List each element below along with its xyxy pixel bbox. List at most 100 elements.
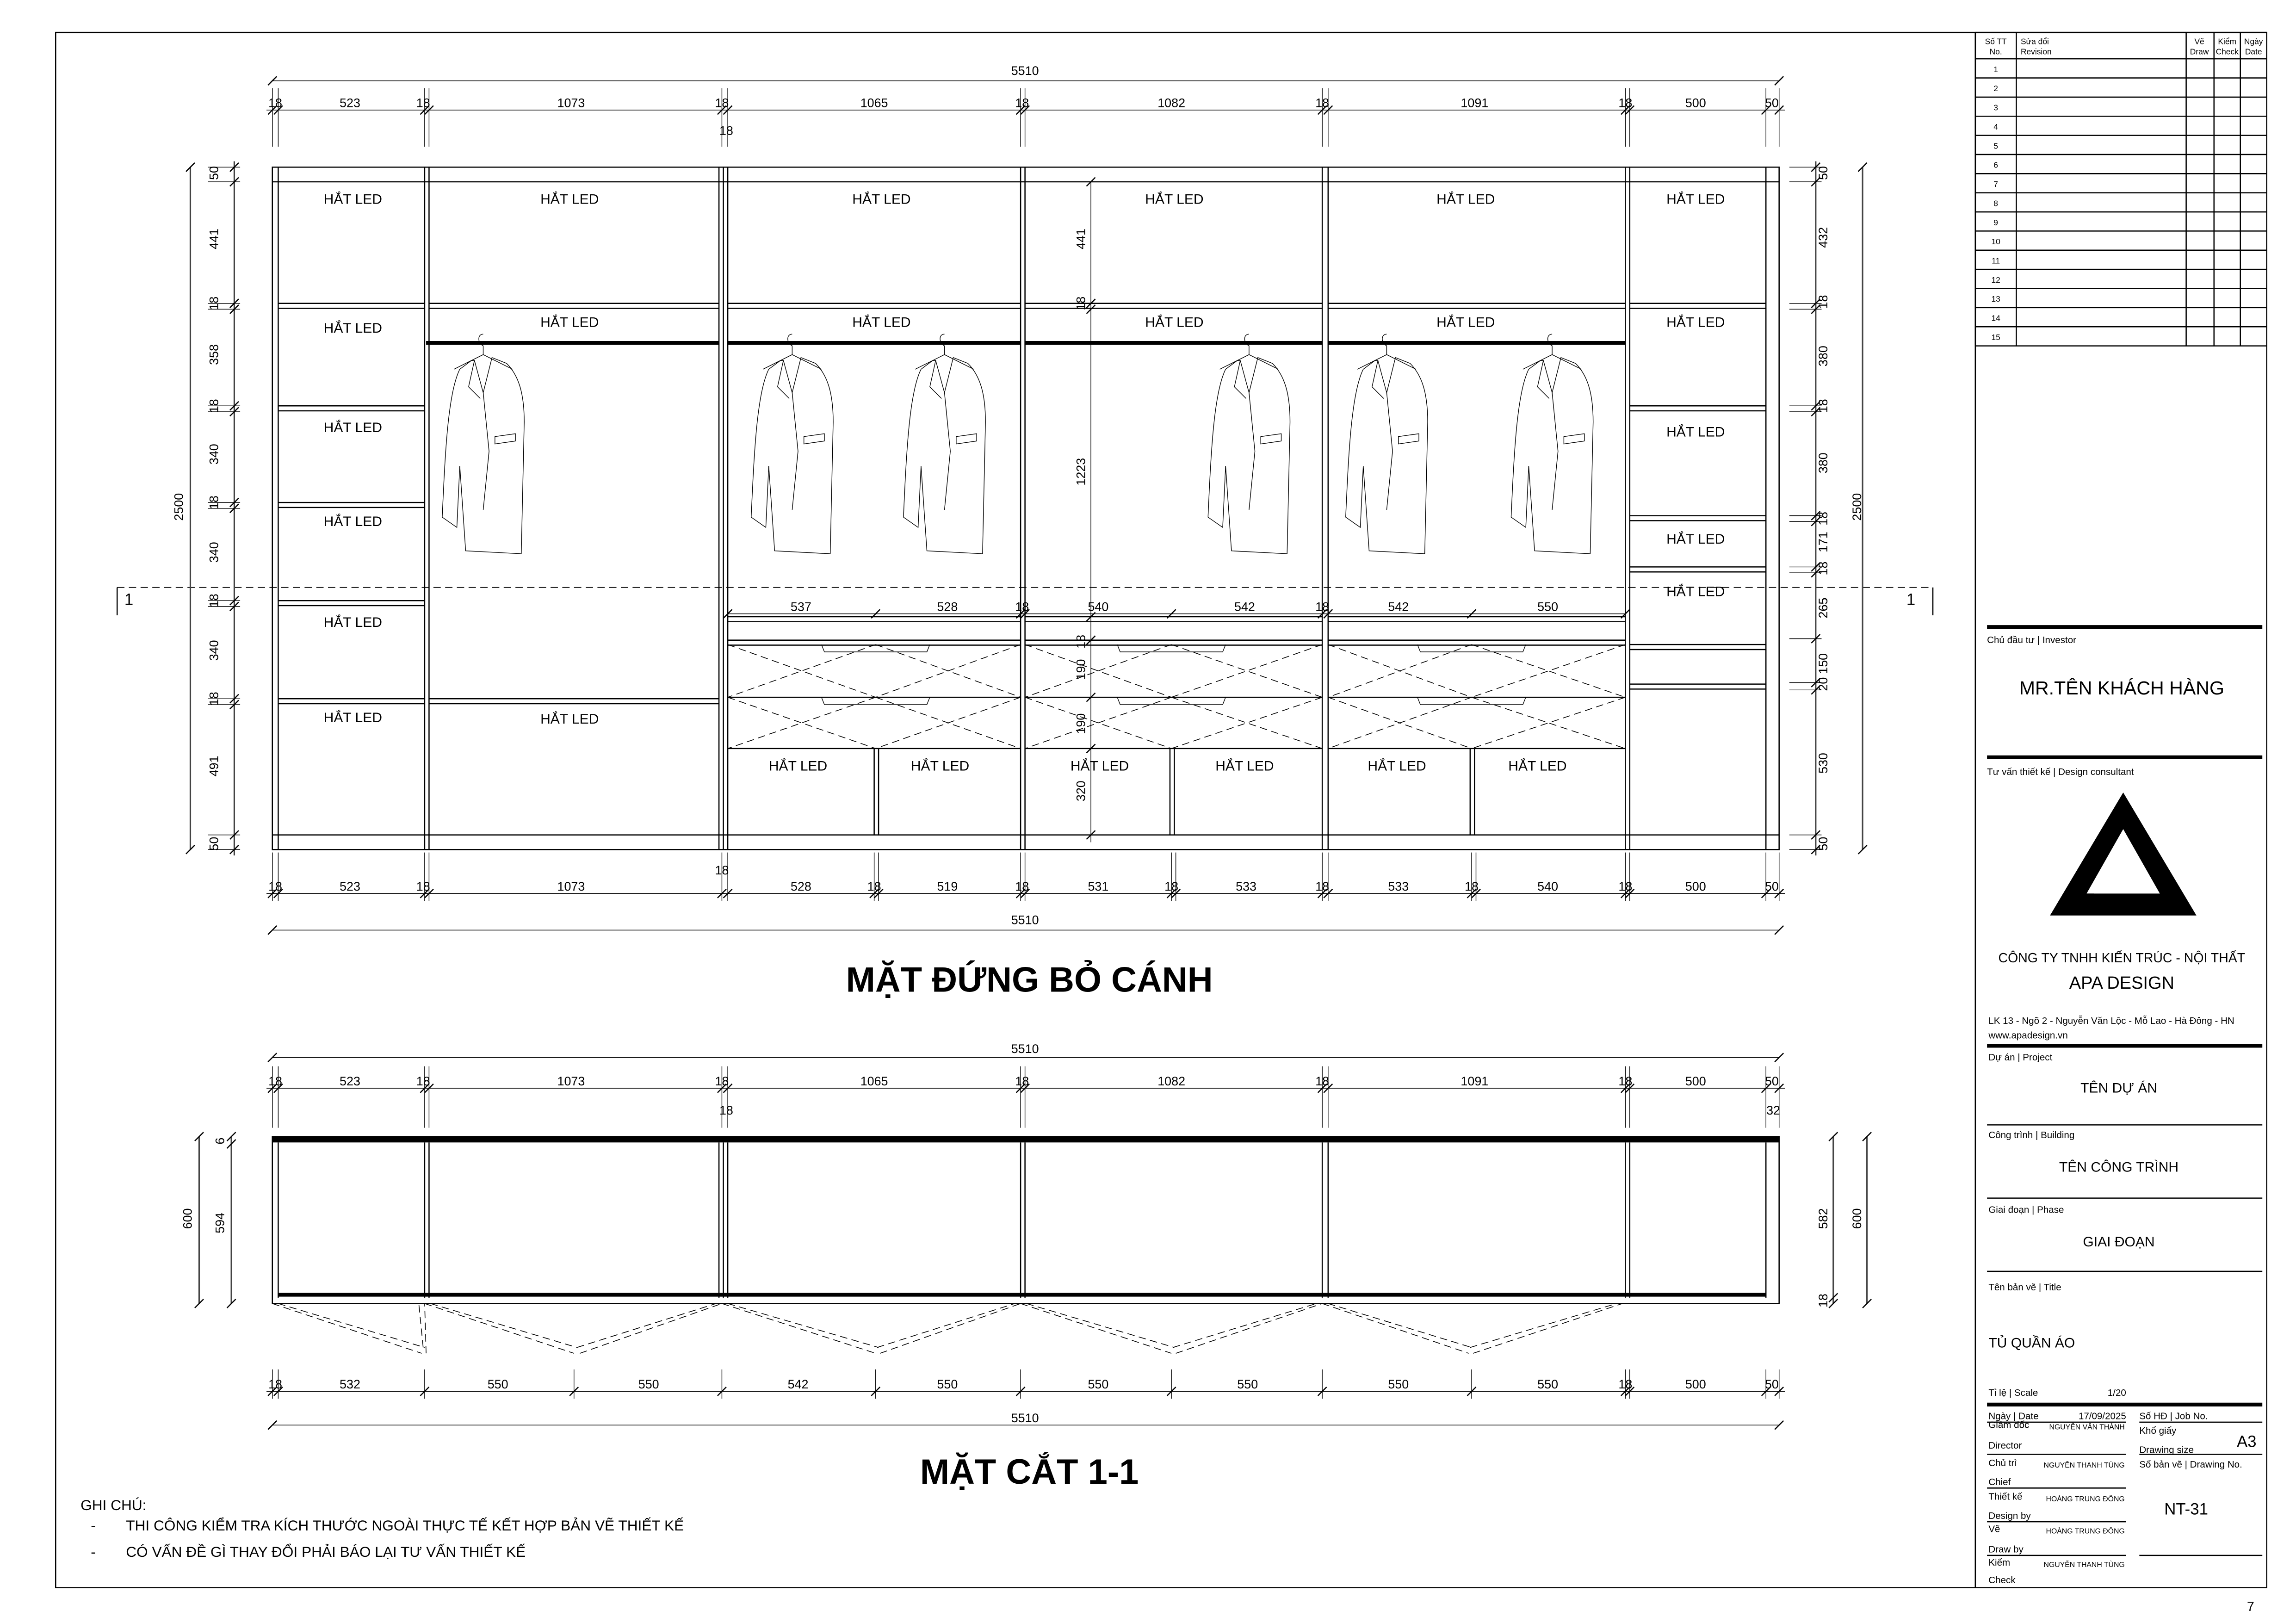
dimension-tick xyxy=(1086,830,1096,840)
dimension-label: 519 xyxy=(937,880,958,893)
field-label: Tư vấn thiết kế | Design consultant xyxy=(1987,767,2134,777)
dimension-label: 600 xyxy=(1850,1208,1864,1229)
led-strip-label: HẮT LED xyxy=(1215,758,1274,774)
folding-door-path xyxy=(424,1303,575,1354)
led-strip-label: HẮT LED xyxy=(324,614,382,630)
revision-header: Date xyxy=(2245,47,2262,56)
dimension-label: 50 xyxy=(1816,837,1830,851)
hanger-icon xyxy=(915,334,974,370)
drawer-opening-mark xyxy=(800,697,876,749)
dimension-label: 537 xyxy=(791,600,811,613)
overall-width-label: 5510 xyxy=(1011,913,1039,927)
dimension-label: 1073 xyxy=(557,880,585,893)
dimension-label: 32 xyxy=(1766,1103,1780,1117)
drawer-opening-mark xyxy=(727,697,803,749)
jacket-detail xyxy=(777,360,825,510)
investor-value: MR.TÊN KHÁCH HÀNG xyxy=(2019,677,2224,699)
phase-value: GIAI ĐOẠN xyxy=(2083,1234,2154,1250)
field-label: Số HĐ | Job No. xyxy=(2139,1411,2208,1422)
dimension-label: 582 xyxy=(1816,1208,1830,1229)
dimension-label: 18 xyxy=(207,692,221,706)
project-value: TÊN DỰ ÁN xyxy=(2080,1081,2157,1096)
note-item: THI CÔNG KIỂM TRA KÍCH THƯỚC NGOÀI THỰC … xyxy=(126,1517,684,1534)
dimension-tick xyxy=(1086,298,1096,309)
dimension-label: 550 xyxy=(1537,600,1558,613)
dimension-label: 500 xyxy=(1685,1377,1706,1391)
field-label: Check xyxy=(1988,1575,2016,1586)
revision-header: Check xyxy=(2216,47,2239,56)
folding-door-path xyxy=(877,1303,1015,1348)
section-outline xyxy=(272,1136,1780,1304)
jacket-outline xyxy=(1345,357,1428,554)
dimension-label: 1223 xyxy=(1074,458,1088,486)
dimension-label: 50 xyxy=(1816,166,1830,180)
led-strip-label: HẮT LED xyxy=(324,191,382,207)
person-name: HOÀNG TRUNG ĐÔNG xyxy=(2046,1526,2125,1535)
dimension-tick xyxy=(1015,609,1026,619)
jacket-on-hanger-icon xyxy=(1345,334,1428,554)
drawer-opening-mark xyxy=(1547,697,1626,749)
dimension-tick xyxy=(871,609,881,619)
dimension-label: 432 xyxy=(1816,227,1830,248)
dimension-tick xyxy=(226,1139,236,1149)
dimension-label: 50 xyxy=(1765,1074,1779,1088)
dimension-label: 18 xyxy=(268,1074,282,1088)
logo-cutout xyxy=(2094,864,2160,894)
note-bullet: - xyxy=(91,1517,96,1534)
dimension-label: 18 xyxy=(1816,512,1830,526)
dimension-label: 550 xyxy=(1237,1377,1258,1391)
dimension-label: 523 xyxy=(340,1074,360,1088)
overall-height-label: 2500 xyxy=(172,493,186,521)
dimension-tick xyxy=(1774,1053,1784,1063)
elevation-title: MẶT ĐỨNG BỎ CÁNH xyxy=(846,960,1213,999)
revision-header: Revision xyxy=(2021,47,2052,56)
revision-header: Sửa đổi xyxy=(2021,37,2049,46)
dimension-tick xyxy=(194,1132,204,1142)
field-label: Tên bản vẽ | Title xyxy=(1988,1282,2061,1293)
drawer-opening-mark xyxy=(1471,644,1550,698)
dimension-label: 550 xyxy=(937,1377,958,1391)
dimension-label: 18 xyxy=(207,496,221,509)
jacket-on-hanger-icon xyxy=(1207,334,1291,554)
dimension-tick xyxy=(1862,1132,1872,1142)
dimension-tick xyxy=(1317,609,1327,619)
led-strip-label: HẮT LED xyxy=(540,191,599,207)
revision-row-number: 14 xyxy=(1991,314,2000,323)
field-label: Chief xyxy=(1988,1477,2011,1487)
drawer-handle-icon xyxy=(1417,644,1526,652)
folding-door-path xyxy=(1176,1303,1323,1354)
led-strip-label: HẮT LED xyxy=(1666,531,1725,547)
led-strip-label: HẮT LED xyxy=(324,320,382,336)
jacket-detail xyxy=(1537,360,1585,510)
revision-row-number: 1 xyxy=(1993,65,1998,74)
dimension-label: 18 xyxy=(416,96,430,110)
dimension-label: 18 xyxy=(867,880,881,893)
dimension-label: 18 xyxy=(1465,880,1479,893)
jacket-outline xyxy=(903,357,986,554)
revision-row-number: 3 xyxy=(1993,103,1998,112)
dimension-label: 528 xyxy=(791,880,811,893)
jacket-outline xyxy=(1510,357,1594,554)
dimension-tick xyxy=(1086,304,1096,314)
dimension-label: 528 xyxy=(937,600,958,613)
drawer-opening-mark xyxy=(800,644,876,698)
dimension-tick xyxy=(186,844,195,855)
drawer-opening-mark xyxy=(727,644,803,698)
dimension-label: 523 xyxy=(340,96,360,110)
dimension-label: 1073 xyxy=(557,96,585,110)
dimension-label: 18 xyxy=(1015,1074,1029,1088)
dimension-label: 441 xyxy=(207,229,221,249)
dimension-label: 594 xyxy=(213,1213,227,1233)
jacket-on-hanger-icon xyxy=(903,334,986,554)
folding-door-path xyxy=(722,1303,876,1354)
led-strip-label: HẮT LED xyxy=(1436,314,1495,330)
dimension-tick xyxy=(1086,177,1096,187)
drawer-opening-mark xyxy=(1171,697,1248,749)
dimension-label: 18 xyxy=(1618,96,1632,110)
note-bullet: - xyxy=(91,1543,96,1560)
folding-door-path xyxy=(1328,1303,1472,1348)
jacket-detail xyxy=(1234,360,1282,510)
dimension-label: 542 xyxy=(1234,600,1255,613)
overall-width-label: 5510 xyxy=(1011,64,1039,78)
drawer-opening-mark xyxy=(947,644,1021,698)
